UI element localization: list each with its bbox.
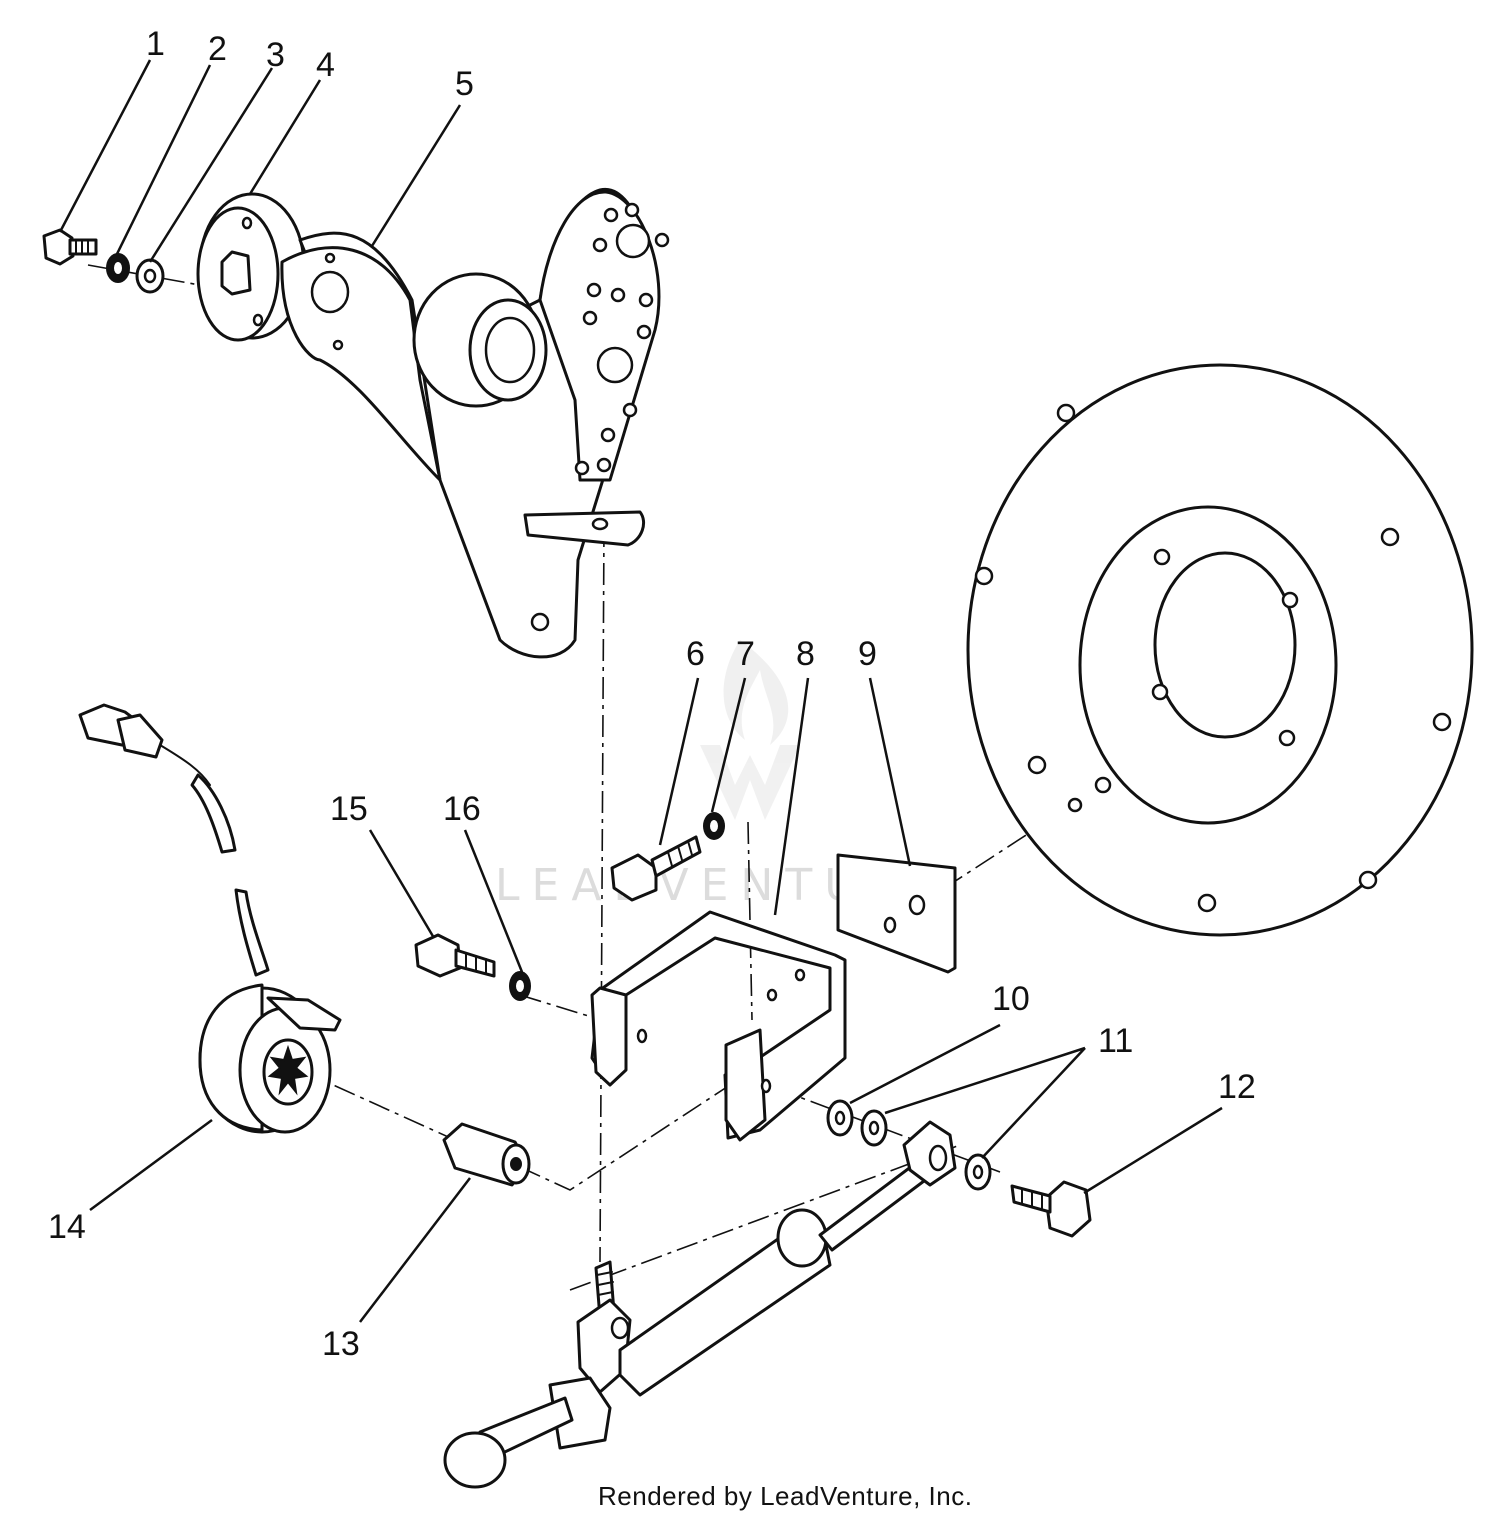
part-10-flat-washer [826,1099,854,1137]
callout-7: 7 [736,635,755,673]
flywheel-disc [966,363,1474,937]
callout-1: 1 [146,25,165,63]
part-7-lock-washer [703,812,725,840]
callout-9: 9 [858,635,877,673]
callout-10: 10 [992,980,1030,1018]
part-1-hex-bolt [42,228,98,266]
part-11-washers [860,1109,992,1191]
leader-lines [58,59,1223,1323]
credit-text: Rendered by LeadVenture, Inc. [598,1481,972,1511]
part-3-flat-washer [135,258,165,294]
callout-3: 3 [266,36,285,74]
damper-cylinder [443,1120,957,1489]
callout-15: 15 [330,790,368,828]
part-8-u-bracket [590,910,847,1142]
part-2-lock-washer [106,253,130,283]
callout-8: 8 [796,635,815,673]
part-13-spacer [442,1122,531,1187]
part-4-hub [196,192,306,342]
callout-6: 6 [686,635,705,673]
callout-14: 14 [48,1208,86,1246]
callout-16: 16 [443,790,481,828]
part-15-hex-bolt [414,933,496,978]
callout-5: 5 [455,65,474,103]
part-14-sensor-ring [78,703,342,1134]
callout-2: 2 [208,30,227,68]
part-6-hex-bolt [610,835,702,902]
callout-12: 12 [1218,1068,1256,1106]
part-12-hex-bolt [1010,1180,1092,1238]
part-9-plate [836,853,957,974]
callout-4: 4 [316,46,335,84]
callout-13: 13 [322,1325,360,1363]
callout-numbers: 1 2 3 4 5 6 7 8 9 10 11 12 13 14 15 16 [48,25,1256,1363]
part-16-lock-washer [509,971,531,1001]
callout-11: 11 [1098,1022,1133,1060]
part-5-bracket-arm [280,187,670,659]
